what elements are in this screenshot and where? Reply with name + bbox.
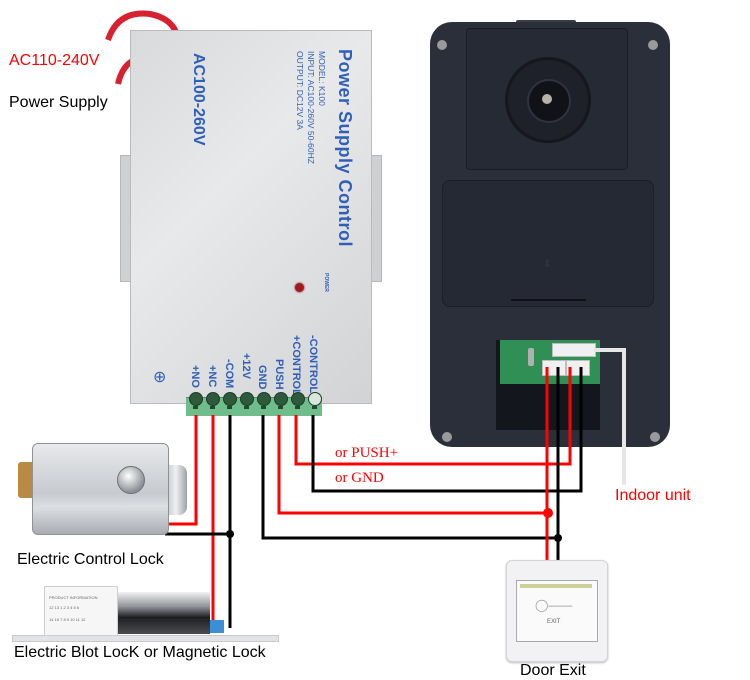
ac-voltage-label: AC110-240V [9,52,100,69]
door-exit-label: Door Exit [520,662,586,679]
terminal-screw-nc[interactable] [206,392,220,406]
screw-icon [437,40,447,50]
junction-com [226,530,234,538]
terminal-screw-plus-control[interactable] [291,392,305,406]
terminal-block [186,392,322,416]
screw-icon [648,40,658,50]
electric-bolt-lock [118,592,210,634]
camera-screw [542,94,552,104]
exit-label: EXIT [547,619,561,625]
power-supply-label: Power Supply [9,94,108,111]
lock-knob-icon [117,466,145,494]
bolt-lock-info-plate: PRODUCT INFORMATION 12 13 1 2 3 4 5 6 14… [44,586,118,636]
electric-control-lock-label: Electric Control Lock [17,551,164,568]
camera-panel [466,28,628,170]
screw-icon [650,432,660,442]
lock-latch [18,462,34,498]
info-row1: 12 13 1 2 3 4 5 6 [49,605,80,610]
slide-arrow-icon: ⇩ [543,259,552,270]
terminal-screw-com[interactable] [223,392,237,406]
bolt-lock-base [12,635,279,642]
electric-bolt-lock-label: Electric Blot LocK or Magnetic Lock [14,644,266,661]
terminal-screw-no[interactable] [189,392,203,406]
terminal-screw-12v[interactable] [240,392,254,406]
cover-slot [511,299,586,301]
screw-icon [442,432,452,442]
bolt-lock-connector [210,620,224,633]
electric-control-lock [32,443,169,535]
or-push-plus-label: or PUSH+ [335,445,399,461]
wire-gnd [261,415,558,540]
wire-plus-control [294,367,572,466]
wire-push [277,415,548,515]
brand-logo-icon: ⊕ [153,369,167,386]
lock-strike [165,465,187,515]
battery-cover[interactable]: ⇩ [442,180,654,307]
power-supply-unit: Power Supply Control MODEL: K100 INPUT: … [130,30,372,404]
wire-no [165,415,198,526]
indicator-strip [520,584,592,588]
or-gnd-label: or GND [335,470,384,486]
info-title: PRODUCT INFORMATION [49,595,98,600]
terminal-screw-gnd[interactable] [257,392,271,406]
info-row2: 14 15 7 8 9 10 11 12 [49,617,86,622]
power-led [295,283,304,292]
connector-lock [566,360,590,376]
pcb-component [528,348,534,366]
key-icon: ◯—— [535,598,573,612]
terminal-screw-push[interactable] [274,392,288,406]
terminal-screw-minus-control[interactable] [308,392,322,406]
wire-minus-control [311,367,583,493]
ac-wire-1 [105,10,179,42]
indoor-unit-label: Indoor unit [615,487,691,504]
wire-signal [594,348,626,485]
door-exit-button[interactable]: ◯—— EXIT [516,580,598,642]
